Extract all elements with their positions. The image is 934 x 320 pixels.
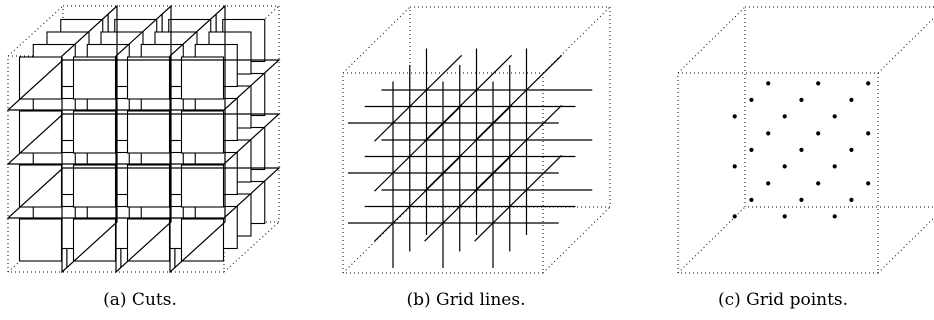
grid-point — [766, 131, 771, 136]
cut-cell — [72, 164, 117, 208]
cuts-box-depth-edge — [7, 221, 64, 273]
gridpoints-box-depth-edge — [877, 217, 934, 274]
gridlines-box-depth-edge — [342, 6, 411, 74]
grid-point — [799, 97, 804, 102]
grid-point — [832, 164, 837, 169]
grid-point — [782, 114, 787, 119]
depth-grid-line — [374, 54, 463, 142]
vertical-cut-plane — [169, 4, 226, 274]
grid-point — [849, 197, 854, 202]
gridpoints-box-depth-edge — [877, 17, 934, 74]
grid-point — [866, 131, 871, 136]
grid-point — [816, 131, 821, 136]
depth-grid-line — [474, 54, 563, 142]
vertical-cut-plane — [61, 4, 118, 274]
grid-point — [832, 214, 837, 219]
grid-point — [732, 114, 737, 119]
grid-point — [832, 114, 837, 119]
cuts-box-depth-edge — [7, 5, 64, 57]
grid-point — [766, 181, 771, 186]
gridlines-box-depth-edge — [542, 206, 611, 274]
vertical-cut-plane — [115, 4, 172, 274]
horizontal-cut-plane — [6, 167, 281, 219]
grid-point — [849, 97, 854, 102]
cut-cell — [72, 110, 117, 154]
cut-cell — [180, 56, 225, 100]
depth-grid-line — [474, 104, 563, 192]
cut-cell — [18, 164, 63, 208]
grid-point — [866, 181, 871, 186]
caption-grid-points: (c) Grid points. — [717, 290, 849, 310]
cut-cell — [126, 164, 171, 208]
grid-point — [732, 214, 737, 219]
horizontal-cut-plane — [6, 113, 281, 165]
cut-cell — [126, 110, 171, 154]
caption-grid-lines: (b) Grid lines. — [406, 290, 526, 310]
cut-cell — [18, 56, 63, 100]
grid-point — [866, 81, 871, 86]
horizontal-cut-plane — [6, 59, 281, 111]
cut-cell — [180, 218, 225, 262]
cut-cell — [126, 56, 171, 100]
grid-point — [816, 181, 821, 186]
grid-point — [816, 81, 821, 86]
cut-cell — [126, 218, 171, 262]
grid-point — [799, 197, 804, 202]
grid-point — [749, 197, 754, 202]
cut-cell — [72, 56, 117, 100]
cuts-diagram — [6, 4, 281, 274]
cut-cell — [72, 218, 117, 262]
gridpoints-box-front-face — [677, 72, 879, 274]
grid-lines-diagram — [342, 6, 611, 274]
grid-point — [782, 214, 787, 219]
grid-point — [849, 147, 854, 152]
gridpoints-box-back-face — [744, 6, 934, 208]
caption-cuts: (a) Cuts. — [103, 290, 177, 310]
grid-point — [732, 164, 737, 169]
grid-point — [766, 81, 771, 86]
grid-point — [782, 164, 787, 169]
cut-cell — [18, 218, 63, 262]
grid-point — [749, 147, 754, 152]
grid-point — [799, 147, 804, 152]
cut-cell — [180, 164, 225, 208]
cuts-box-depth-edge — [223, 221, 280, 273]
grid-points-diagram — [677, 6, 934, 274]
gridpoints-box-depth-edge — [677, 6, 746, 74]
grid-point — [749, 97, 754, 102]
cut-cell — [180, 110, 225, 154]
depth-grid-line — [474, 154, 563, 242]
cut-cell — [18, 110, 63, 154]
depth-grid-line — [424, 54, 513, 142]
